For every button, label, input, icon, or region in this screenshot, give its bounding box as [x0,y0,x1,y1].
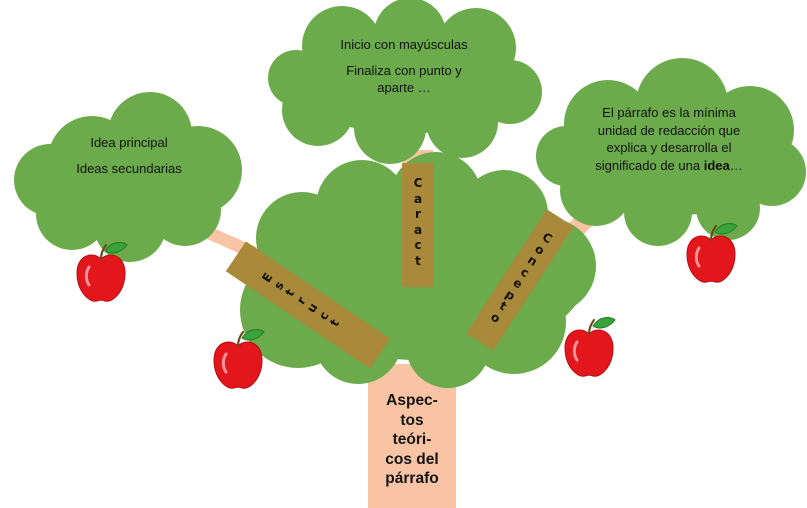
trunk-title-line: tos [400,411,424,429]
left-branch-label-bg [225,241,391,369]
trunk-title-line: teóri- [392,431,432,448]
caract-letter: t [415,253,421,268]
cloud-top-line: Finaliza con punto y aparte … [346,63,462,95]
concept-text: El párrafo es la mínima unidad de redacc… [595,105,741,173]
caract-letter: a [413,222,423,237]
cloud-top-text: Inicio con mayúsculas Finaliza con punto… [318,36,490,105]
apple-icon [563,316,617,378]
estruct-letter: t [327,316,342,330]
right-branch-label-bg [466,209,574,351]
cloud-left [14,92,242,262]
trunk-title-line: Aspec- [386,392,438,409]
caract-letter: a [413,191,423,206]
trunk-title-line: cos del [385,450,439,468]
trunk-title: Aspec- tos teóri- cos del párrafo [369,391,455,489]
concept-ellipsis: … [729,157,743,173]
tree-trunk [368,364,456,508]
cloud-left-line: Idea principal [90,135,168,150]
cloud-top [268,0,542,164]
cloud-top-line: Inicio con mayúsculas [340,37,468,52]
apple-icon [685,222,739,284]
cloud-left-text: Idea principal Ideas secundarias [54,134,204,186]
center-branch-label-bg [402,163,434,287]
caract-letter: r [415,207,421,221]
cloud-right-text: El párrafo es la mínima unidad de redacc… [594,104,744,174]
cloud-left-line: Ideas secundarias [76,161,182,176]
apple-icon [212,328,266,390]
concept-keyword: idea [703,157,730,173]
trunk-title-line: párrafo [385,470,439,487]
caract-letter: C [413,176,423,190]
apple-icon [75,241,129,303]
cloud-right [536,58,806,246]
caract-letter: c [414,238,422,252]
